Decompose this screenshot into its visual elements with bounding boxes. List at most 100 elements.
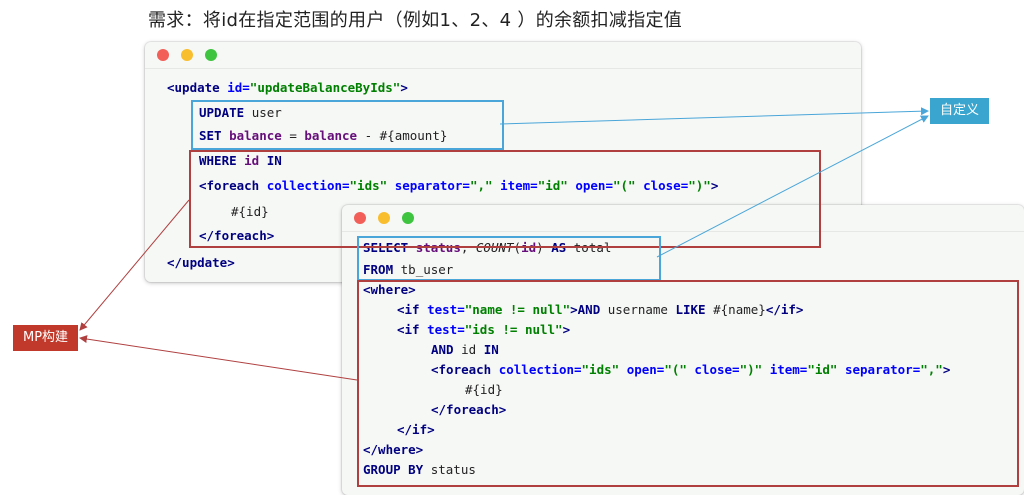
code-token: username <box>607 302 676 317</box>
code-token: id <box>244 153 260 168</box>
code-token: "name != null" <box>464 302 571 317</box>
code-token: > <box>562 322 571 337</box>
code-line: <update id="updateBalanceByIds"> <box>167 78 408 98</box>
window-titlebar <box>342 205 1024 232</box>
code-line: <where> <box>363 280 416 300</box>
code-token: tb_user <box>400 262 454 277</box>
code-token: > <box>400 80 408 95</box>
code-token: > <box>710 178 719 193</box>
code-token: status <box>430 462 476 477</box>
close-dot-icon[interactable] <box>157 49 169 61</box>
code-token: id <box>461 342 484 357</box>
code-token: <foreach <box>199 178 267 193</box>
code-token: <where> <box>363 282 416 297</box>
code-token: separator= <box>387 178 470 193</box>
code-token: <if <box>397 302 428 317</box>
code-token: test= <box>427 322 465 337</box>
arrow-custom-update <box>499 107 929 125</box>
code-token: </where> <box>363 442 424 457</box>
code-line: <if test="ids != null"> <box>397 320 570 340</box>
maximize-dot-icon[interactable] <box>402 212 414 224</box>
code-token: WHERE <box>199 153 245 168</box>
code-line: </foreach> <box>199 226 274 246</box>
code-line: </if> <box>397 420 435 440</box>
code-token: "updateBalanceByIds" <box>249 80 401 95</box>
code-token: "ids" <box>581 362 620 377</box>
code-window-select <box>342 205 1024 495</box>
code-token: "," <box>469 178 493 193</box>
code-token: FROM <box>363 262 401 277</box>
code-token: UPDATE <box>199 105 252 120</box>
custom-label: 自定义 <box>930 98 990 124</box>
minimize-dot-icon[interactable] <box>378 212 390 224</box>
code-token: "id" <box>537 178 568 193</box>
code-line: SET balance = balance - #{amount} <box>199 126 447 146</box>
code-token: #{name} <box>713 302 766 317</box>
code-token: </update> <box>167 255 235 270</box>
page-heading: 需求：将id在指定范围的用户（例如1、2、4 ）的余额扣减指定值 <box>148 10 683 31</box>
code-token: open= <box>567 178 613 193</box>
code-line: </foreach> <box>431 400 506 420</box>
code-line: #{id} <box>465 380 503 400</box>
code-token: ")" <box>739 362 763 377</box>
code-line: </update> <box>167 253 235 273</box>
code-token: ")" <box>688 178 711 193</box>
close-dot-icon[interactable] <box>354 212 366 224</box>
code-token: "(" <box>612 178 636 193</box>
code-token: item= <box>762 362 808 377</box>
code-token: collection= <box>266 178 350 193</box>
code-token: "id" <box>807 362 838 377</box>
code-token: user <box>251 105 282 120</box>
arrow-mp-update <box>79 199 190 331</box>
code-token: "," <box>920 362 943 377</box>
code-token: GROUP BY <box>363 462 431 477</box>
code-token: </foreach> <box>431 402 507 417</box>
arrow-custom-select <box>656 115 929 258</box>
code-line: <foreach collection="ids" separator="," … <box>199 176 718 196</box>
code-token: - #{amount} <box>357 128 448 143</box>
code-token: LIKE <box>675 302 714 317</box>
code-token: "ids" <box>349 178 388 193</box>
code-token: </if> <box>765 302 804 317</box>
code-token: #{id} <box>465 382 503 397</box>
code-token: id= <box>227 80 250 95</box>
code-line: AND id IN <box>431 340 499 360</box>
code-line: <if test="name != null">AND username LIK… <box>397 300 803 320</box>
maximize-dot-icon[interactable] <box>205 49 217 61</box>
code-line: UPDATE user <box>199 103 282 123</box>
code-token: close= <box>635 178 689 193</box>
code-token: close= <box>686 362 740 377</box>
code-token: </if> <box>397 422 435 437</box>
code-token: > <box>942 362 951 377</box>
code-token: <update <box>167 80 228 95</box>
code-token: collection= <box>498 362 582 377</box>
window-titlebar <box>145 42 861 69</box>
code-token: separator= <box>837 362 921 377</box>
code-token: test= <box>427 302 465 317</box>
code-line: #{id} <box>231 202 269 222</box>
code-token: "(" <box>664 362 687 377</box>
code-token: open= <box>619 362 665 377</box>
code-token: balance <box>229 128 282 143</box>
code-line: </where> <box>363 440 423 460</box>
code-line: WHERE id IN <box>199 151 282 171</box>
minimize-dot-icon[interactable] <box>181 49 193 61</box>
code-token: #{id} <box>231 204 269 219</box>
mp-build-label: MP构建 <box>13 325 79 351</box>
code-line: GROUP BY status <box>363 460 476 480</box>
code-token: AND <box>431 342 462 357</box>
code-token: <if <box>397 322 428 337</box>
code-line: <foreach collection="ids" open="(" close… <box>431 360 950 380</box>
code-token: balance <box>304 128 358 143</box>
code-token: IN <box>483 342 499 357</box>
code-line: FROM tb_user <box>363 260 453 280</box>
code-token: SET <box>199 128 230 143</box>
code-token: </foreach> <box>199 228 275 243</box>
code-token: > <box>570 302 578 317</box>
code-token: = <box>281 128 305 143</box>
code-token: <foreach <box>431 362 499 377</box>
arrow-mp-select <box>79 335 358 381</box>
code-token: "ids != null" <box>464 322 563 337</box>
code-token: IN <box>259 153 282 168</box>
